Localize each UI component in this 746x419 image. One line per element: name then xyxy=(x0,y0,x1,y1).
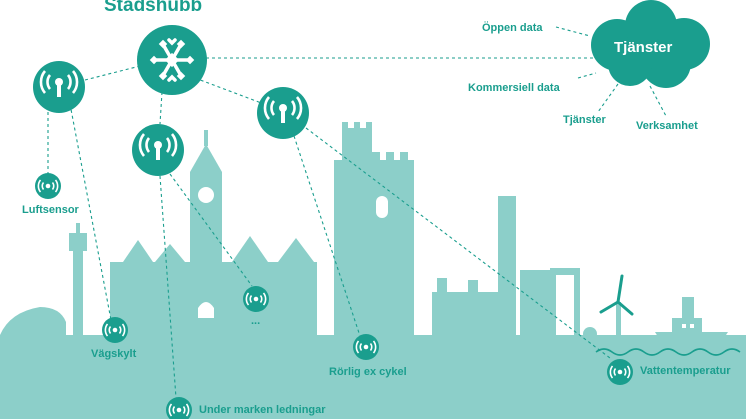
wireless-signal-icon xyxy=(607,359,633,385)
snowflake-hub-icon xyxy=(137,25,207,95)
water-waves xyxy=(595,348,741,356)
wireless-signal-icon xyxy=(353,334,379,360)
sensor-label-luftsensor: Luftsensor xyxy=(22,204,79,216)
diagram-title: Stadshubb xyxy=(104,0,203,16)
sensor-label-more: ... xyxy=(251,315,261,327)
cloud-input-services: Tjänster xyxy=(563,114,606,126)
connection-lines xyxy=(47,26,667,399)
wireless-signal-icon xyxy=(166,397,192,419)
wireless-signal-icon xyxy=(35,173,61,199)
sensor-label-rorlig: Rörlig ex cykel xyxy=(329,366,407,378)
wireless-signal-icon xyxy=(102,317,128,343)
cloud-input-operations: Verksamhet xyxy=(636,120,698,132)
antenna-icon xyxy=(132,124,184,176)
sensor-label-vagskylt: Vägskylt xyxy=(91,348,137,360)
services-cloud xyxy=(591,0,710,88)
cloud-input-open-data: Öppen data xyxy=(482,22,543,34)
cloud-input-commercial-data: Kommersiell data xyxy=(468,82,560,94)
wireless-signal-icon xyxy=(243,286,269,312)
antenna-icon xyxy=(257,87,309,139)
wind-turbine xyxy=(599,274,634,316)
cloud-label: Tjänster xyxy=(614,39,673,56)
sensor-label-under-marken: Under marken ledningar xyxy=(199,404,326,416)
antenna-icon xyxy=(33,61,85,113)
sensor-label-vattentemperatur: Vattentemperatur xyxy=(640,365,731,377)
